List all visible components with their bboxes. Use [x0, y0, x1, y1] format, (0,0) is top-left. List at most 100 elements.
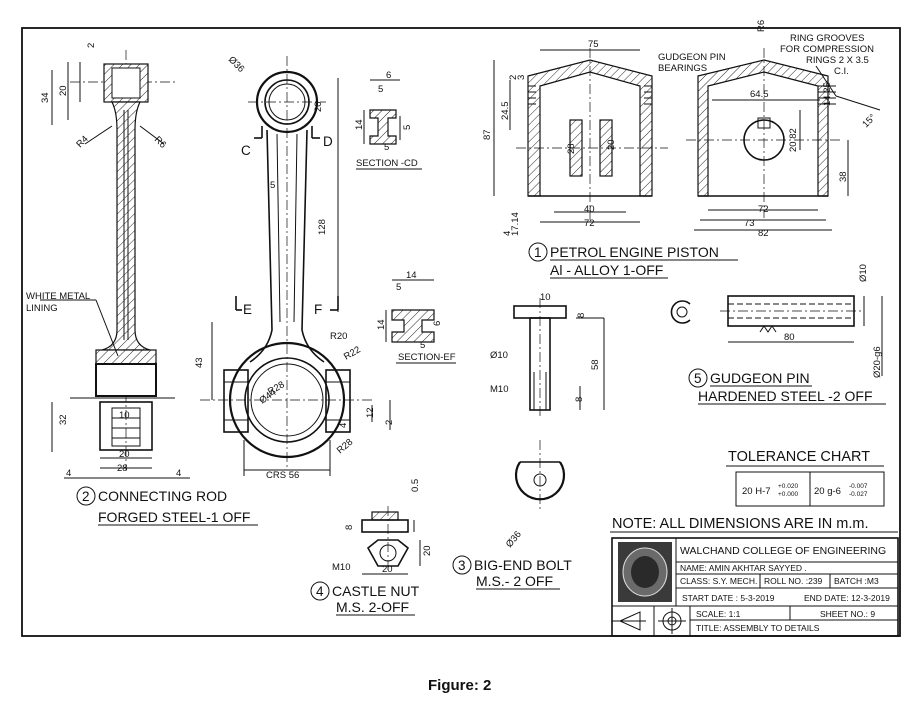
roll-field: ROLL NO. :239	[764, 576, 823, 586]
svg-text:73: 73	[744, 218, 755, 229]
class-field: CLASS: S.Y. MECH.	[680, 576, 757, 586]
svg-text:28: 28	[566, 143, 577, 154]
part-3-number: 3	[458, 558, 466, 573]
part-5-number: 5	[694, 371, 702, 386]
college-name: WALCHAND COLLEGE OF ENGINEERING	[680, 545, 886, 557]
svg-text:8: 8	[574, 397, 585, 402]
svg-text:M10: M10	[332, 562, 350, 573]
part-3-material: M.S.- 2 OFF	[476, 573, 553, 589]
piston-section-view	[493, 48, 668, 223]
svg-text:5: 5	[378, 84, 383, 95]
svg-text:64.5: 64.5	[750, 89, 769, 100]
svg-text:20.82: 20.82	[788, 128, 799, 152]
castle-nut-drawing	[361, 506, 421, 575]
svg-text:14: 14	[406, 270, 417, 281]
svg-text:17.14: 17.14	[510, 212, 521, 236]
svg-text:20: 20	[382, 564, 393, 575]
bearings-note-line2: BEARINGS	[658, 63, 707, 74]
ring-grooves-line1: RING GROOVES	[790, 33, 864, 44]
bearings-note-line1: GUDGEON PIN	[658, 52, 726, 63]
svg-text:32: 32	[58, 414, 69, 425]
svg-text:Ø10: Ø10	[858, 264, 869, 282]
svg-text:R20: R20	[330, 331, 347, 342]
shaft-tolerance: 20 g-6	[814, 486, 841, 497]
cut-label-c: C	[241, 143, 251, 158]
svg-text:38: 38	[838, 171, 849, 182]
svg-text:14: 14	[376, 319, 387, 330]
ring-grooves-line3: RINGS 2 X 3.5	[806, 55, 869, 66]
svg-text:6: 6	[386, 70, 391, 81]
part-1-name: PETROL ENGINE PISTON	[550, 244, 719, 260]
svg-text:Ø10: Ø10	[490, 350, 508, 361]
part-3-name: BIG-END BOLT	[474, 557, 572, 573]
svg-text:4: 4	[176, 468, 181, 479]
svg-text:R22: R22	[342, 344, 363, 362]
hole-tolerance: 20 H-7	[742, 486, 771, 497]
part-2-name: CONNECTING ROD	[98, 488, 227, 504]
tolerance-title: TOLERANCE CHART	[728, 449, 870, 465]
ring-grooves-line4: C.I.	[834, 66, 849, 77]
svg-text:40: 40	[584, 204, 595, 215]
svg-text:10: 10	[119, 410, 130, 421]
svg-text:3: 3	[516, 75, 527, 80]
svg-text:M10: M10	[490, 384, 508, 395]
section-ef	[385, 279, 435, 343]
svg-text:2: 2	[508, 75, 519, 80]
small-end-diameter: Ø36	[226, 54, 246, 74]
svg-text:4: 4	[338, 423, 349, 428]
svg-text:5: 5	[402, 125, 413, 130]
white-metal-line1: WHITE METAL	[26, 291, 90, 302]
svg-text:58: 58	[590, 359, 601, 370]
part-number-bubble	[76, 486, 96, 506]
ring-grooves-line2: FOR COMPRESSION	[780, 44, 874, 55]
svg-text:2: 2	[384, 420, 395, 425]
sheet-field: SHEET NO.: 9	[820, 609, 875, 619]
drawing-title: TITLE: ASSEMBLY TO DETAILS	[696, 623, 820, 633]
svg-text:CRS 56: CRS 56	[266, 470, 299, 481]
svg-text:Ø36: Ø36	[504, 529, 524, 550]
svg-text:12: 12	[365, 407, 376, 418]
shaft-upper: -0.007	[849, 483, 868, 490]
section-ef-label: SECTION-EF	[398, 352, 456, 363]
figure-caption: Figure: 2	[428, 677, 491, 694]
svg-text:24.5: 24.5	[500, 102, 511, 121]
svg-text:R6: R6	[756, 20, 767, 32]
svg-text:20: 20	[58, 85, 69, 96]
college-logo	[618, 542, 672, 602]
svg-text:72: 72	[758, 204, 769, 215]
svg-text:43: 43	[194, 357, 205, 368]
svg-text:R4: R4	[74, 134, 90, 150]
svg-text:34: 34	[40, 92, 51, 103]
connecting-rod-front-view	[200, 56, 391, 476]
white-metal-line2: LINING	[26, 303, 58, 314]
part-4-number: 4	[316, 584, 324, 599]
svg-text:82: 82	[758, 228, 769, 239]
svg-text:128: 128	[317, 219, 328, 235]
svg-text:15°: 15°	[860, 112, 878, 130]
svg-text:14.25: 14.25	[822, 82, 833, 106]
hole-upper: +0.020	[778, 483, 798, 490]
projection-symbol-icon	[612, 608, 686, 634]
svg-text:20: 20	[313, 101, 324, 112]
svg-text:72: 72	[584, 218, 595, 229]
svg-text:87: 87	[482, 129, 493, 140]
part-5-material: HARDENED STEEL -2 OFF	[698, 388, 873, 404]
svg-text:20: 20	[606, 139, 617, 150]
svg-text:6: 6	[432, 321, 443, 326]
svg-text:20: 20	[422, 545, 433, 556]
svg-text:0.5: 0.5	[410, 479, 421, 492]
svg-text:5: 5	[384, 142, 389, 153]
svg-text:2: 2	[86, 43, 97, 48]
part-2-number: 2	[82, 489, 90, 504]
student-name: NAME: AMIN AKHTAR SAYYED .	[680, 563, 807, 573]
svg-text:14: 14	[354, 119, 365, 130]
svg-text:8: 8	[576, 313, 587, 318]
part-5-name: GUDGEON PIN	[710, 370, 810, 386]
svg-text:4: 4	[502, 231, 513, 236]
svg-text:20: 20	[119, 449, 130, 460]
part-1-material: Al - ALLOY 1-OFF	[550, 262, 663, 278]
part-1-number: 1	[534, 245, 542, 260]
svg-text:10: 10	[540, 292, 551, 303]
title-block	[611, 537, 899, 637]
svg-text:80: 80	[784, 332, 795, 343]
